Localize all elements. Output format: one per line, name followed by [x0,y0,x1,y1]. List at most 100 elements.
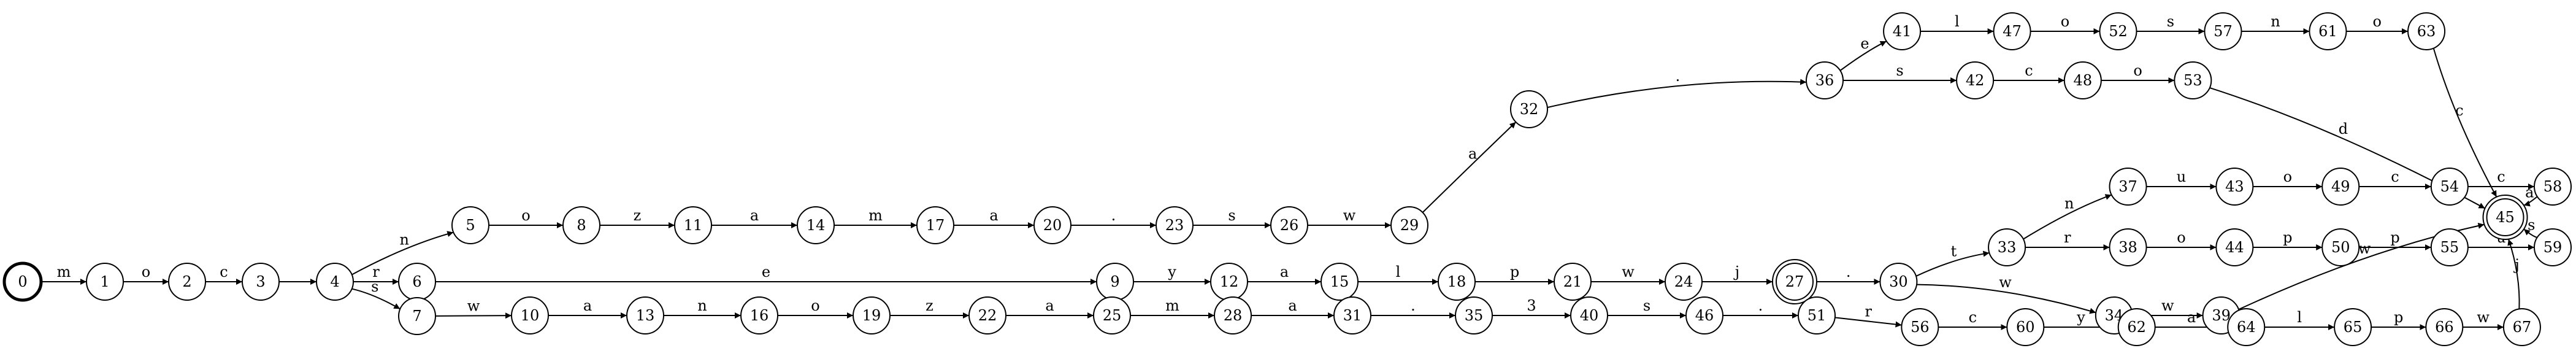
state-label-47: 47 [2003,23,2022,40]
state-circle-36 [1806,61,1844,99]
state-node-22: 22 [968,296,1006,334]
state-circle-5 [451,206,489,244]
edge-label-19-22: z [926,297,933,314]
state-circle-1 [86,263,124,301]
state-label-11: 11 [684,217,703,234]
state-node-2: 2 [168,263,206,301]
state-label-18: 18 [1447,273,1466,290]
edge-label-61-63: o [2373,13,2382,30]
state-node-46: 46 [1685,296,1723,334]
state-node-19: 19 [853,296,891,334]
edge-label-0-1: m [57,263,71,280]
state-label-38: 38 [2118,239,2137,256]
state-node-61: 61 [2309,12,2347,50]
edge-30-34 [1917,284,2096,314]
state-node-32: 32 [1510,90,1548,128]
state-node-30: 30 [1879,263,1918,301]
state-label-62: 62 [2127,319,2146,336]
state-node-66: 66 [2425,308,2464,346]
state-node-28: 28 [1214,296,1252,334]
edge-label-10-13: a [583,297,592,314]
edge-label-37-43: u [2177,168,2186,185]
state-node-67: 67 [2502,308,2541,346]
state-node-29: 29 [1390,206,1428,244]
state-circle-55 [2430,228,2469,266]
edge-30-33 [1915,250,1990,277]
state-node-55: 55 [2430,228,2469,266]
state-node-53: 53 [2174,61,2212,99]
edge-label-47-52: o [2061,13,2069,30]
state-circle-61 [2309,12,2347,50]
state-circle-64 [2227,308,2266,346]
edge-label-56-60: c [1969,309,1977,326]
edge-32-36 [1547,79,1807,109]
state-circle-46 [1685,296,1723,334]
state-node-18: 18 [1438,263,1476,301]
state-label-29: 29 [1400,217,1419,234]
state-label-16: 16 [750,307,769,324]
state-label-60: 60 [2016,319,2035,336]
edge-51-56 [1834,317,1902,328]
state-node-47: 47 [1993,12,2031,50]
edge-label-63-45: c [2455,102,2463,119]
edge-label-40-46: s [1643,297,1650,314]
state-node-51: 51 [1798,296,1836,334]
state-circle-32 [1510,90,1548,128]
state-circle-26 [1270,206,1308,244]
state-node-44: 44 [2215,228,2254,266]
state-node-21: 21 [1554,263,1592,301]
state-circle-67 [2502,308,2541,346]
edge-label-59-45: s [2528,216,2535,233]
edge-label-21-24: w [1622,263,1635,280]
state-circle-20 [1033,206,1071,244]
edge-label-5-8: o [521,207,530,224]
state-node-41: 41 [1883,12,1922,50]
state-label-44: 44 [2225,239,2244,256]
state-label-45: 45 [2496,209,2515,226]
state-node-17: 17 [916,206,954,244]
state-circle-41 [1883,12,1922,50]
state-circle-57 [2204,12,2242,50]
state-circle-18 [1438,263,1476,301]
edge-label-20-23: . [1111,207,1116,224]
edge-label-53-45: d [2339,120,2348,137]
state-label-41: 41 [1893,23,1912,40]
state-node-15: 15 [1321,263,1359,301]
state-node-3: 3 [242,263,280,301]
edge-label-7-10: w [467,298,480,315]
edge-label-24-27: j [1733,263,1739,280]
state-label-13: 13 [636,307,655,324]
state-node-8: 8 [562,206,600,244]
state-circle-17 [916,206,954,244]
state-circle-50 [2321,228,2360,266]
state-label-53: 53 [2183,72,2202,89]
state-node-31: 31 [1333,296,1371,334]
state-label-14: 14 [807,217,826,234]
state-circle-66 [2425,308,2464,346]
state-node-62: 62 [2117,308,2156,346]
state-label-30: 30 [1889,273,1908,290]
edge-label-33-37: n [2064,195,2074,212]
state-circle-3 [242,263,280,301]
state-circle-51 [1798,296,1836,334]
state-circle-0 [2,261,43,302]
state-node-50: 50 [2321,228,2360,266]
state-label-4: 4 [330,273,339,290]
edge-label-60-62: y [2076,309,2085,326]
state-circle-43 [2215,168,2254,206]
state-label-25: 25 [1103,307,1122,324]
state-label-58: 58 [2543,178,2563,195]
edge-label-42-48: c [2025,62,2033,79]
edge-label-14-17: m [868,207,883,224]
edge-7-10 [435,312,512,319]
edge-label-65-66: p [2394,309,2403,326]
state-node-16: 16 [740,296,778,334]
state-label-35: 35 [1465,307,1484,324]
edge-4-5 [351,231,454,276]
edge-label-41-47: l [1955,13,1960,30]
state-node-57: 57 [2204,12,2242,50]
edge-label-1-2: o [142,263,150,280]
state-label-15: 15 [1330,273,1349,290]
